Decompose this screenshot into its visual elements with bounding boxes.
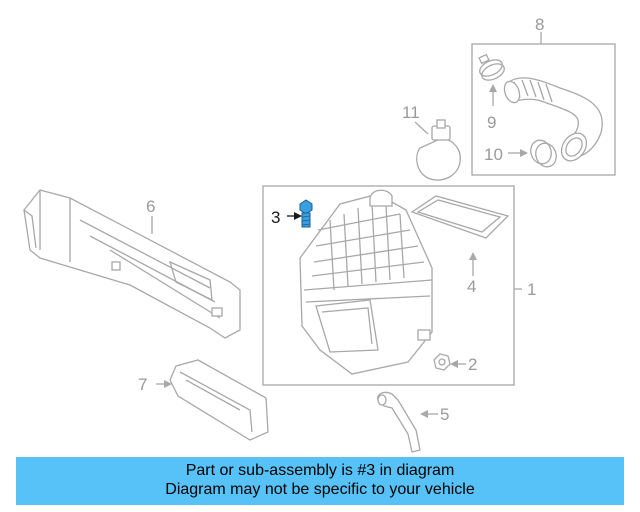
group-box-hose [471,43,616,176]
callout-2: 2 [468,355,477,374]
duct-7 [169,359,269,441]
callout-11: 11 [402,103,420,122]
callout-10: 10 [484,145,503,164]
air-intake-duct-6 [23,189,241,339]
air-cleaner-housing [299,189,433,375]
banner-line-disclaimer: Diagram may not be specific to your vehi… [165,481,475,498]
group-box-air-cleaner [262,185,515,386]
breather-hose-5 [377,391,421,453]
air-filter-4 [410,195,510,239]
hose-clamp-9 [478,53,505,81]
bolt-3-highlighted[interactable] [299,199,313,228]
callout-1: 1 [527,280,536,299]
hose-clamp-10 [530,139,557,168]
nut-2 [433,353,451,371]
banner-line-part-number: Part or sub-assembly is #3 in diagram [185,462,455,479]
callout-8: 8 [535,15,544,34]
callout-5: 5 [440,405,449,424]
callout-3: 3 [271,208,280,227]
callout-4: 4 [467,277,476,296]
callout-9: 9 [487,113,496,132]
callout-7: 7 [138,375,147,394]
info-banner: Part or sub-assembly is #3 in diagram Di… [16,457,624,505]
callout-6: 6 [146,197,155,216]
intake-hose [503,77,603,162]
air-flow-sensor-11 [416,119,461,181]
